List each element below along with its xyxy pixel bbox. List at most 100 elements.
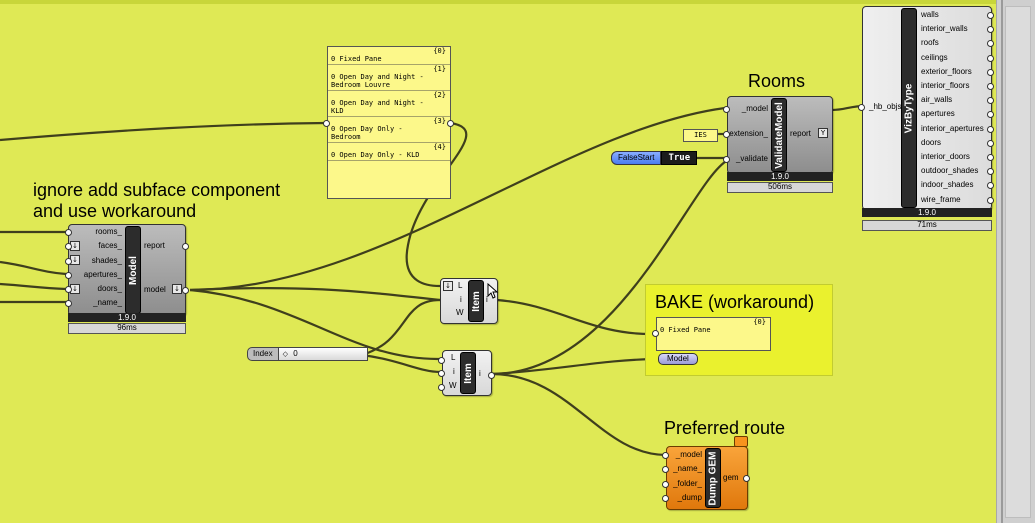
viz-output-exterior-floors[interactable]: exterior_floors xyxy=(921,66,972,76)
input-grip[interactable] xyxy=(723,106,730,113)
input-grip[interactable] xyxy=(65,229,72,236)
input-grip[interactable] xyxy=(858,104,865,111)
viz-output-interior-walls[interactable]: interior_walls xyxy=(921,24,968,34)
input-grip[interactable] xyxy=(662,466,669,473)
slider-track[interactable]: ◇ 0 xyxy=(278,347,368,361)
input-apertures[interactable]: apertures_ xyxy=(83,270,122,279)
output-model[interactable]: model xyxy=(144,285,166,294)
panel-item-1: {1} 0 Open Day and Night - Bedroom Louvr… xyxy=(328,65,450,91)
input-model[interactable]: _model xyxy=(741,104,768,113)
scrollbar-track[interactable] xyxy=(1005,6,1031,518)
item2-output-i[interactable]: i xyxy=(479,369,481,378)
item2-input-W[interactable]: W xyxy=(449,381,457,390)
item1-output-i[interactable]: i xyxy=(486,295,488,304)
input-grip[interactable] xyxy=(723,156,730,163)
aperture-list-panel[interactable]: {0} 0 Fixed Pane {1} 0 Open Day and Nigh… xyxy=(327,46,451,199)
item1-input-i[interactable]: i xyxy=(460,295,462,304)
viz-output-outdoor-shades[interactable]: outdoor_shades xyxy=(921,166,979,176)
output-grip[interactable] xyxy=(743,475,750,482)
input-dump[interactable]: _dump xyxy=(677,493,702,502)
output-report[interactable]: report xyxy=(790,129,811,138)
bake-panel[interactable]: {0} 0 Fixed Pane xyxy=(656,317,771,351)
input-grip[interactable] xyxy=(438,357,445,364)
wire-item2-to-dump xyxy=(491,372,667,457)
panel-item-2: {2} 0 Open Day and Night - KLD xyxy=(328,91,450,117)
output-grip[interactable] xyxy=(182,287,189,294)
input-hb-objs[interactable]: _hb_objs xyxy=(869,102,902,111)
panel-input-grip[interactable] xyxy=(323,120,330,127)
input-grip[interactable] xyxy=(438,370,445,377)
output-gem[interactable]: gem xyxy=(723,473,739,482)
viz-output-wire-frame[interactable]: wire_frame xyxy=(921,194,961,204)
wire-panel-to-rooms xyxy=(405,121,468,288)
graft-icon[interactable]: ↓ xyxy=(172,284,182,294)
input-grip[interactable] xyxy=(662,452,669,459)
output-report[interactable]: report xyxy=(144,241,165,250)
output-grip[interactable] xyxy=(987,168,994,176)
item1-input-W[interactable]: W xyxy=(456,308,464,317)
output-grip[interactable] xyxy=(987,182,994,190)
input-grip[interactable] xyxy=(662,495,669,502)
input-shades[interactable]: shades_ xyxy=(91,256,122,265)
viz-body[interactable] xyxy=(862,6,992,210)
toggle-value[interactable]: True xyxy=(661,151,698,165)
input-name[interactable]: _name_ xyxy=(673,464,702,473)
output-grip[interactable] xyxy=(987,54,994,62)
output-grip[interactable] xyxy=(987,40,994,48)
output-grip[interactable] xyxy=(987,139,994,147)
item1-input-L[interactable]: L xyxy=(458,281,463,290)
output-grip[interactable] xyxy=(987,68,994,76)
input-grip[interactable] xyxy=(662,481,669,488)
viz-output-indoor-shades[interactable]: indoor_shades xyxy=(921,180,974,190)
index-slider[interactable]: Index ◇ 0 xyxy=(247,347,368,361)
input-folder[interactable]: _folder_ xyxy=(673,479,702,488)
viz-output-roofs[interactable]: roofs xyxy=(921,38,939,48)
viz-output-interior-apertures[interactable]: interior_apertures xyxy=(921,123,984,133)
bake-model-param[interactable]: Model xyxy=(658,353,698,365)
viz-output-interior-doors[interactable]: interior_doors xyxy=(921,152,970,161)
viz-output-ceilings[interactable]: ceilings xyxy=(921,52,948,62)
output-grip[interactable] xyxy=(488,372,495,379)
slider-grip-icon[interactable]: ◇ xyxy=(282,351,288,358)
output-grip[interactable] xyxy=(987,154,994,161)
output-grip[interactable] xyxy=(987,111,994,119)
item2-input-i[interactable]: i xyxy=(453,367,455,376)
input-name[interactable]: _name_ xyxy=(93,298,122,307)
output-grip[interactable] xyxy=(987,125,994,133)
viz-name: VizByType xyxy=(901,8,917,208)
vertical-scrollbar[interactable] xyxy=(996,0,1035,523)
panel-output-grip[interactable] xyxy=(447,120,454,127)
item2-input-L[interactable]: L xyxy=(451,353,456,362)
dump-flag-icon xyxy=(734,436,748,447)
input-grip[interactable] xyxy=(65,300,72,307)
input-rooms[interactable]: rooms_ xyxy=(95,227,122,236)
input-model[interactable]: _model xyxy=(675,450,702,459)
ies-panel[interactable]: IES xyxy=(683,129,718,142)
input-faces[interactable]: faces_ xyxy=(98,241,122,250)
input-doors[interactable]: doors_ xyxy=(97,284,122,293)
input-extension[interactable]: extension_ xyxy=(729,129,768,138)
viz-output-air-walls[interactable]: air_walls xyxy=(921,95,953,105)
input-grip[interactable] xyxy=(723,131,730,138)
viz-output-interior-floors[interactable]: interior_floors xyxy=(921,81,970,90)
viz-output-walls[interactable]: walls xyxy=(921,10,939,19)
viz-output-apertures[interactable]: apertures xyxy=(921,109,955,119)
panel-item-4: {4} 0 Open Day Only - KLD xyxy=(328,143,450,161)
input-grip[interactable] xyxy=(65,272,72,279)
output-grip[interactable] xyxy=(987,83,994,90)
input-grip[interactable] xyxy=(438,384,445,391)
input-grip[interactable] xyxy=(65,286,72,293)
input-validate[interactable]: _validate xyxy=(735,154,768,163)
flatten-icon[interactable]: ↓ xyxy=(443,281,453,291)
output-grip[interactable] xyxy=(987,196,994,204)
output-grip[interactable] xyxy=(987,26,994,34)
boolean-toggle[interactable]: FalseStart True xyxy=(611,151,698,165)
panel-input-grip[interactable] xyxy=(652,330,659,337)
output-grip[interactable] xyxy=(987,97,994,105)
viz-output-doors[interactable]: doors xyxy=(921,137,942,147)
output-grip[interactable] xyxy=(182,243,189,250)
report-flag-icon[interactable]: Y xyxy=(818,128,828,138)
input-grip[interactable] xyxy=(65,243,72,250)
output-grip[interactable] xyxy=(987,12,994,19)
input-grip[interactable] xyxy=(65,258,72,265)
